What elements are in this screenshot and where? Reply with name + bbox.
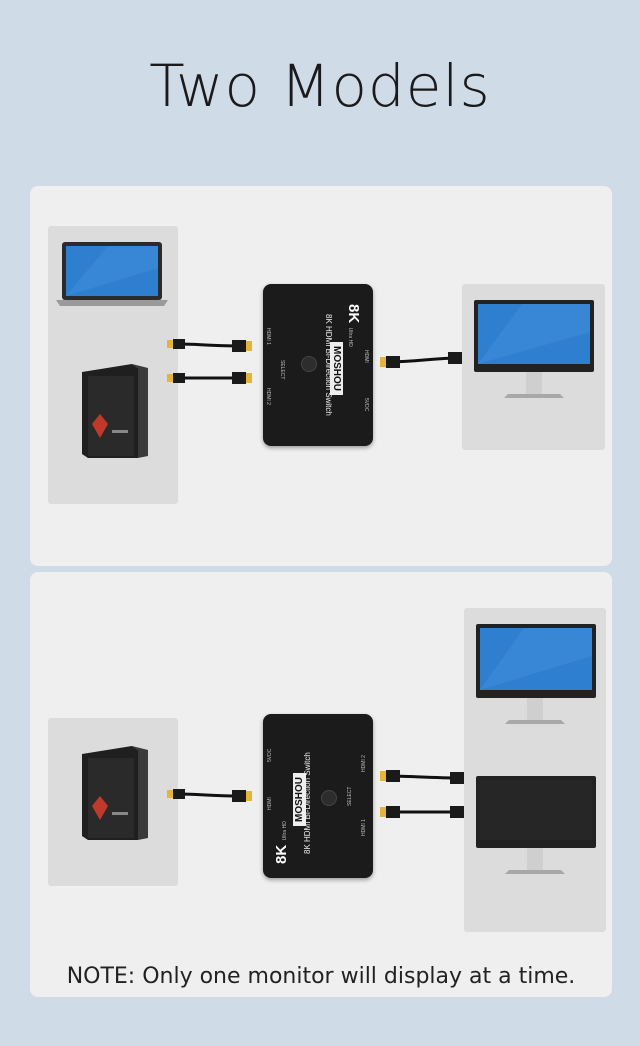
page-title: Two Models bbox=[149, 52, 491, 120]
monitor-icon bbox=[474, 300, 594, 398]
desktop-tower-icon bbox=[82, 364, 148, 458]
cables bbox=[167, 770, 470, 818]
note-text: NOTE: Only one monitor will display at a… bbox=[66, 964, 576, 989]
monitors-box bbox=[464, 608, 606, 932]
monitor-off-icon bbox=[476, 776, 596, 874]
cables bbox=[167, 339, 468, 384]
model-2-panel: 8K Ultra HD MOSHOU 8K HDMI Bi-Direction … bbox=[30, 572, 612, 997]
switch-product-name: 8K HDMI Bi-Direction Switch bbox=[324, 314, 333, 416]
monitor-box bbox=[462, 284, 605, 450]
monitor-icon bbox=[476, 624, 596, 724]
hdmi-plug bbox=[167, 339, 185, 349]
select-button[interactable] bbox=[301, 356, 317, 372]
laptop-icon bbox=[56, 242, 168, 306]
source-box bbox=[48, 718, 178, 886]
model-1-panel: 8K Ultra HD MOSHOU 8K HDMI Bi-Direction … bbox=[30, 186, 612, 566]
desktop-tower-icon bbox=[82, 746, 148, 840]
switch-8k-label: 8K bbox=[345, 304, 362, 324]
hdmi-switch: 8K Ultra HD MOSHOU 8K HDMI Bi-Direction … bbox=[263, 284, 373, 446]
sources-box bbox=[48, 226, 178, 504]
hdmi-switch: 8K Ultra HD MOSHOU 8K HDMI Bi-Direction … bbox=[263, 714, 373, 878]
select-button[interactable] bbox=[321, 790, 337, 806]
